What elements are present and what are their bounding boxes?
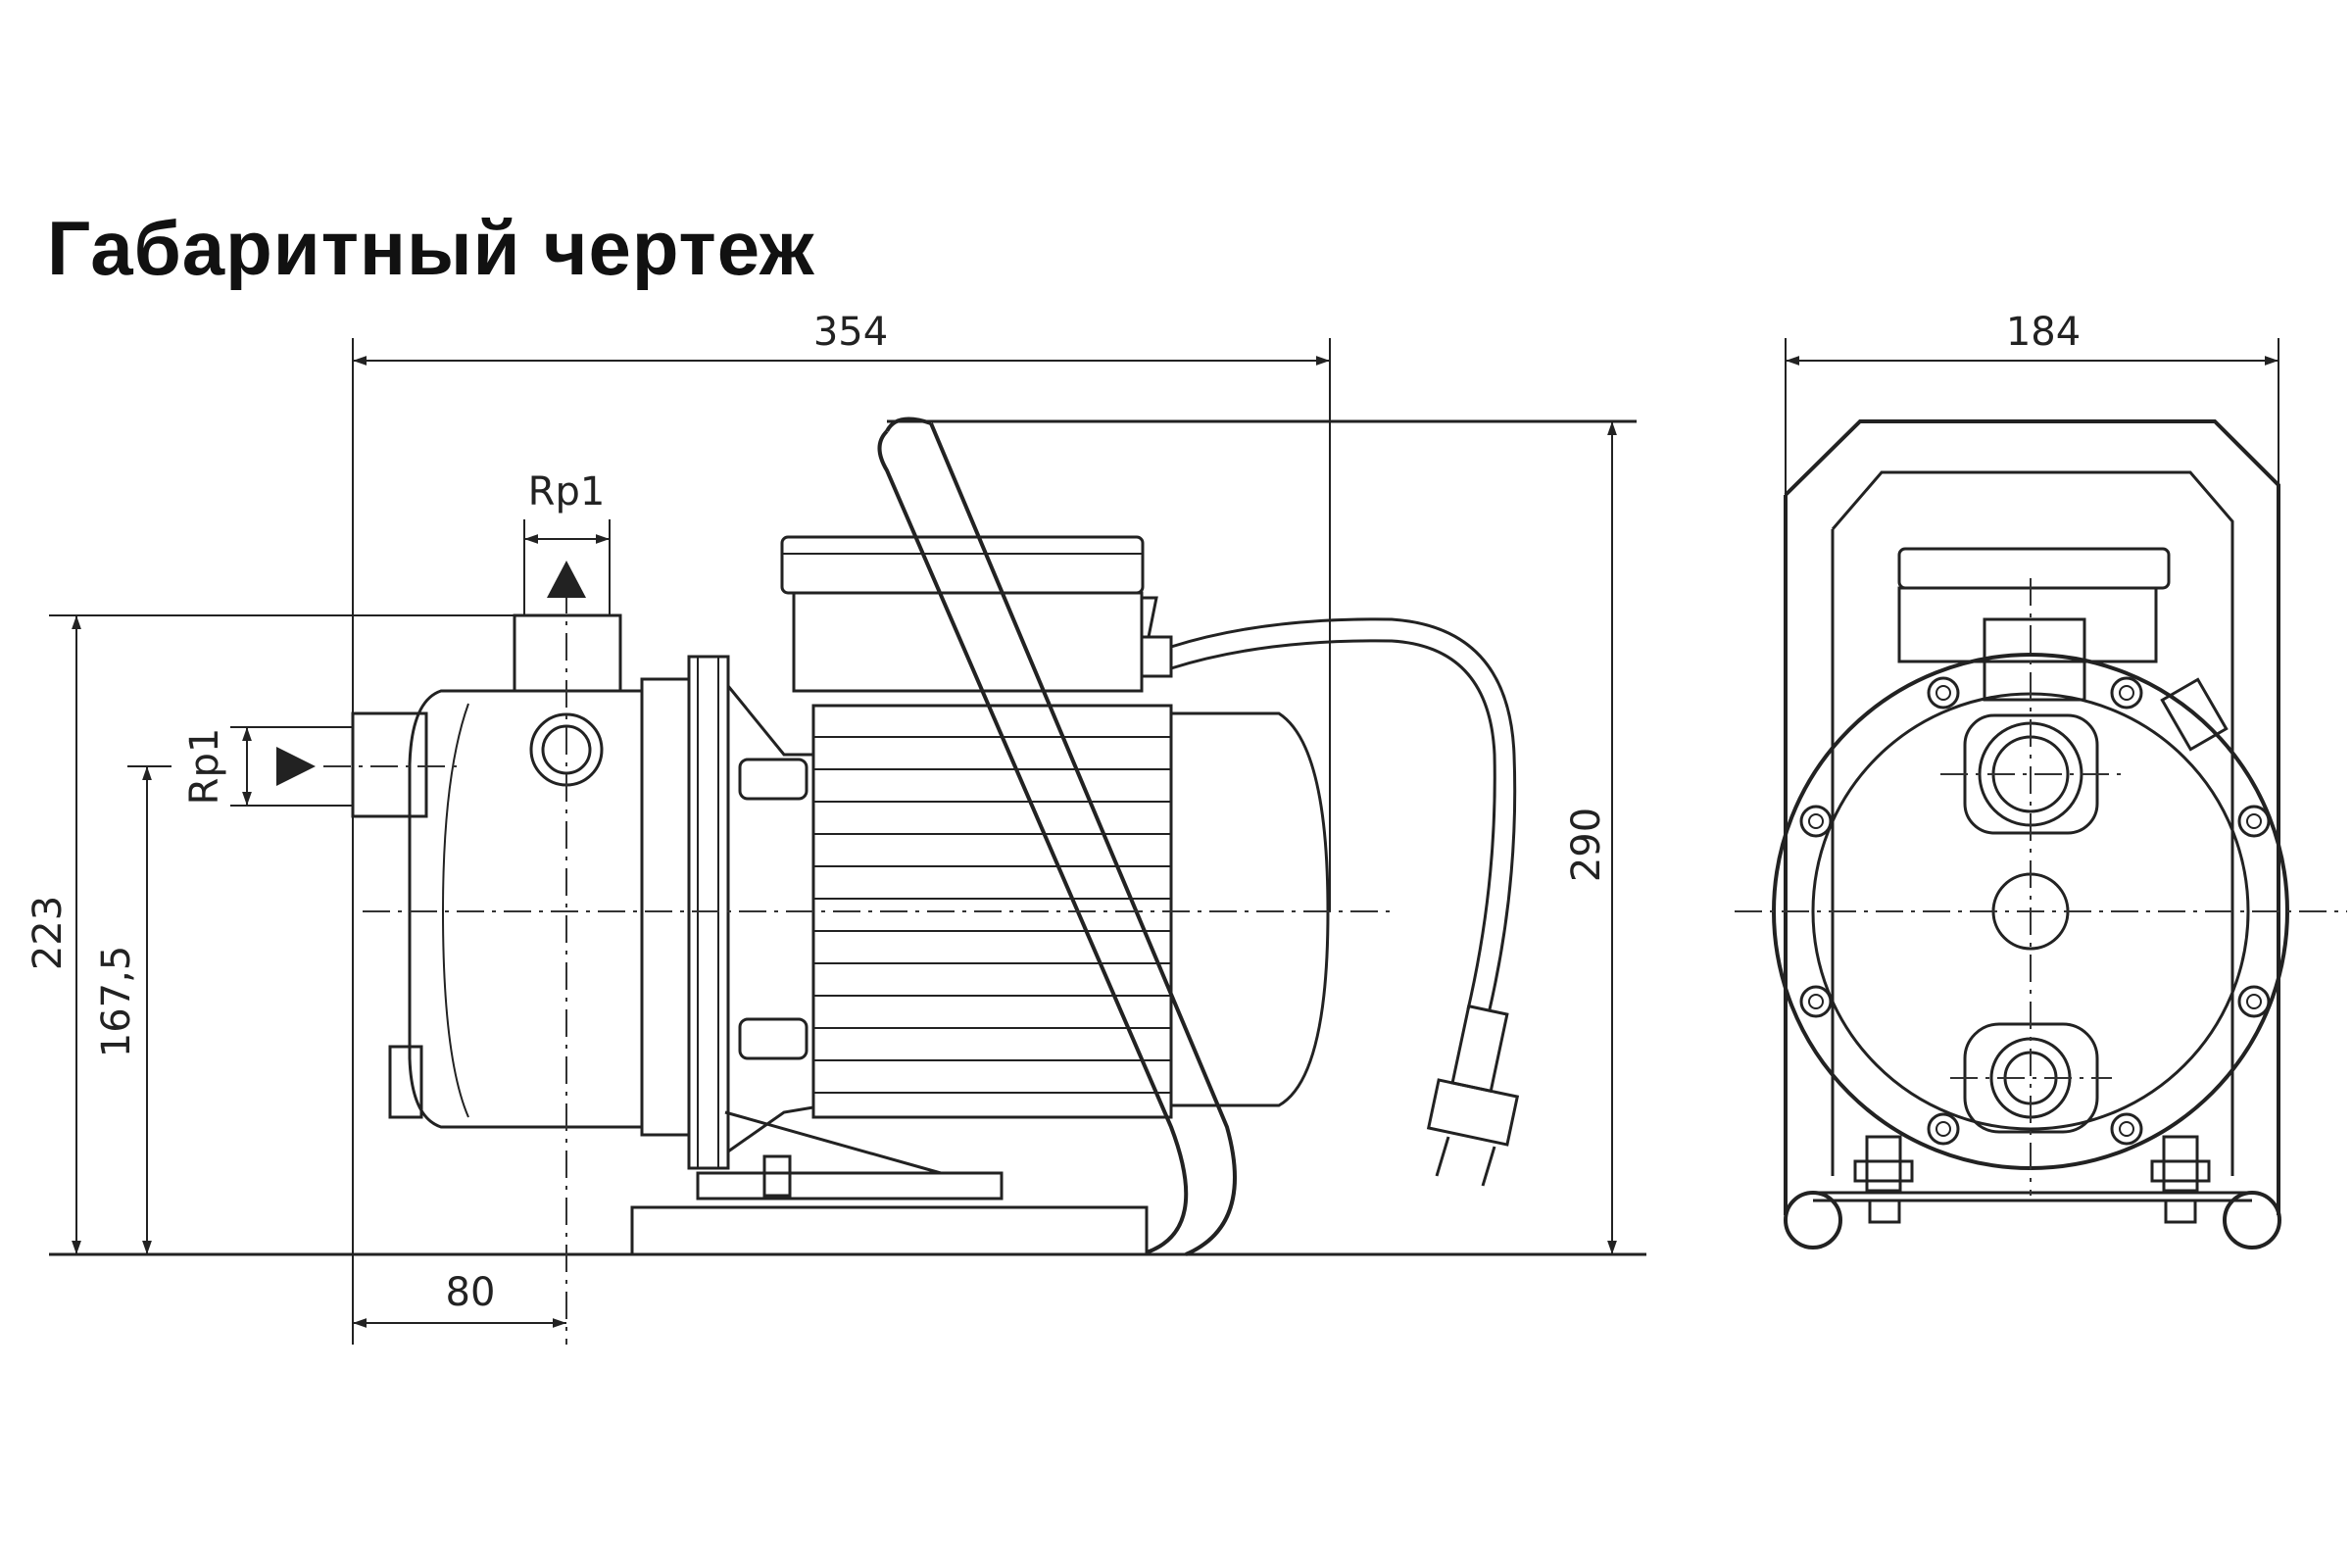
motor-bracket (726, 685, 815, 1153)
front-bolt-left (1865, 1135, 1902, 1193)
suction-nozzle (351, 711, 428, 818)
terminal-latch (1143, 596, 1158, 638)
dim-184: 184 (2006, 310, 2081, 355)
flange-bolts (1799, 676, 2271, 1146)
rp1-discharge-label: Rp1 (528, 469, 606, 514)
front-cable-gland (2160, 677, 2229, 752)
flange (640, 677, 691, 1137)
bracket-bolt-bottom (738, 1017, 808, 1060)
rp1-suction-label: Rp1 (182, 728, 227, 806)
bracket-bolt-top (738, 758, 808, 801)
dim-223: 223 (25, 896, 71, 970)
discharge-flow-arrow-icon (547, 561, 586, 598)
front-terminal-box (1897, 586, 2158, 663)
dim-290: 290 (1564, 808, 1609, 882)
motor-fins (813, 736, 1171, 1094)
dim-354: 354 (813, 310, 888, 355)
pump-body-curve (441, 703, 469, 1118)
side-view: 354 290 223 167,5 80 Rp1 Rp1 (25, 310, 1646, 1345)
frame-inner (1831, 470, 2234, 1176)
pump-body (408, 689, 644, 1129)
dim-80: 80 (446, 1270, 496, 1315)
foot-strut (724, 1110, 942, 1175)
suction-flow-arrow-icon (276, 747, 316, 786)
drawing-title: Габаритный чертеж (47, 205, 815, 291)
motor-foot (696, 1171, 1004, 1200)
front-bolt-right (2162, 1135, 2199, 1193)
base-plate (630, 1205, 1149, 1256)
front-view: 184 (1735, 310, 2347, 1250)
drain-plug (388, 1045, 423, 1119)
foot-bolt (762, 1154, 792, 1198)
carry-handle (877, 429, 1189, 1254)
power-plug (1426, 1004, 1520, 1187)
frame-outer (1784, 419, 2280, 1215)
power-cable (1170, 617, 1517, 1010)
cable-gland (1140, 635, 1173, 678)
dim-167-5: 167,5 (94, 946, 139, 1058)
terminal-box-lid (780, 535, 1145, 595)
discharge-port-inner (541, 724, 592, 775)
terminal-box (792, 591, 1144, 693)
